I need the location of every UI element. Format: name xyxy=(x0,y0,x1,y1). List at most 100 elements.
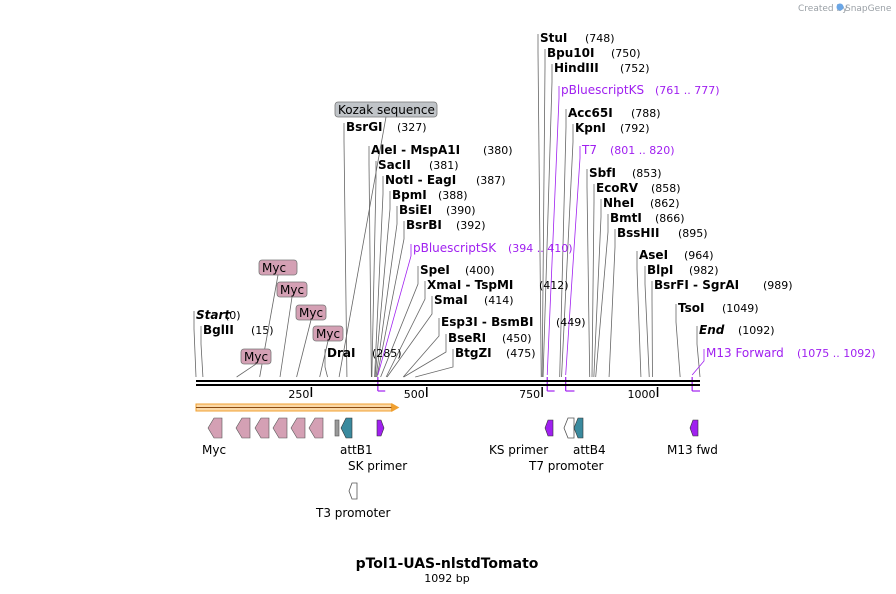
t3-promoter-track-label: T3 promoter xyxy=(315,506,391,520)
feature-box-label: Myc xyxy=(262,261,286,275)
feature-box-leader xyxy=(296,319,312,378)
feature-box xyxy=(295,304,327,321)
site-name: StuI xyxy=(540,31,567,45)
feature-box-label: Myc xyxy=(299,306,323,320)
site-name: Bpu10I xyxy=(547,46,594,60)
site-leader-line xyxy=(644,266,650,378)
feature-box-label: Myc xyxy=(316,327,340,341)
site-name: Start xyxy=(196,308,231,322)
site-position: (450) xyxy=(502,332,532,345)
axis-tick-label: 250 xyxy=(288,388,309,401)
primer-range: (394 .. 410) xyxy=(508,242,573,255)
site-leader-line xyxy=(636,251,642,378)
site-leader-line xyxy=(541,49,546,378)
sk-primer-track-label: SK primer xyxy=(348,459,407,473)
axis-tick-label: 1000 xyxy=(628,388,656,401)
site-leader-line xyxy=(402,318,440,378)
kozak-feature-block xyxy=(334,419,340,437)
site-position: (853) xyxy=(632,167,662,180)
site-leader-line xyxy=(559,109,567,378)
orf-arrow xyxy=(195,403,400,412)
myc-feature-arrow xyxy=(235,417,251,439)
site-position: (1092) xyxy=(738,324,775,337)
site-leader-line xyxy=(593,199,602,378)
site-name: BmtI xyxy=(610,211,642,225)
feature-box-label: Myc xyxy=(280,283,304,297)
site-name: BsrFI - SgrAI xyxy=(654,278,739,292)
ks-primer-arrow xyxy=(544,419,554,437)
sk-primer-arrow xyxy=(376,419,385,437)
feature-box-label: Kozak sequence xyxy=(338,103,435,117)
site-name: BsrGI xyxy=(346,120,383,134)
feature-box-leader xyxy=(319,340,329,378)
feature-box xyxy=(240,348,272,365)
site-leader-line xyxy=(608,229,616,378)
myc-feature-arrow xyxy=(272,417,288,439)
site-leader-line xyxy=(374,191,391,378)
feature-box-leader xyxy=(236,363,257,378)
snapgene-logo-icon xyxy=(836,3,844,11)
site-position: (858) xyxy=(651,182,681,195)
attb4-feature-arrow xyxy=(573,417,584,439)
site-name: BglII xyxy=(203,323,234,337)
attb1-track-label: attB1 xyxy=(340,443,373,457)
site-position: (792) xyxy=(620,122,650,135)
site-name: BssHII xyxy=(617,226,659,240)
site-leader-line xyxy=(343,123,348,378)
site-name: SbfI xyxy=(589,166,616,180)
plasmid-title: pTol1-UAS-nlstdTomato xyxy=(356,556,539,572)
site-position: (982) xyxy=(689,264,719,277)
site-name: DraI xyxy=(327,346,355,360)
brand-text: Created by xyxy=(798,4,848,14)
axis-ticks: 250 500 750 1000 xyxy=(288,387,659,401)
site-leader-line xyxy=(586,169,591,378)
site-leader-line xyxy=(385,281,426,378)
site-position: (964) xyxy=(684,249,714,262)
primer-name: pBluescriptKS xyxy=(561,83,644,97)
primer-leader-line xyxy=(565,146,581,376)
feature-box xyxy=(312,325,344,342)
site-leader-line xyxy=(561,124,574,378)
feature-box-leader xyxy=(279,296,293,378)
site-position: (15) xyxy=(251,324,274,337)
site-name: NotI - EagI xyxy=(385,173,456,187)
site-leader-line xyxy=(368,146,372,378)
t7-promoter-track-label: T7 promoter xyxy=(528,459,604,473)
site-leader-line xyxy=(371,161,377,378)
site-leader-line xyxy=(200,326,204,378)
site-name: AleI - MspA1I xyxy=(371,143,460,157)
primer-name: T7 xyxy=(581,143,597,157)
site-position: (388) xyxy=(438,189,468,202)
site-leader-line xyxy=(542,64,553,378)
site-position: (895) xyxy=(678,227,708,240)
site-position: (748) xyxy=(585,32,615,45)
myc-feature-arrow xyxy=(308,417,324,439)
primer-leader-line xyxy=(377,244,412,376)
axis-tick-label: 500 xyxy=(404,388,425,401)
attb4-track-label: attB4 xyxy=(573,443,606,457)
orf-arrowhead xyxy=(391,403,400,412)
site-leader-line xyxy=(415,349,454,378)
site-position: (750) xyxy=(611,47,641,60)
plasmid-length: 1092 bp xyxy=(424,572,469,585)
site-position: (285) xyxy=(372,347,402,360)
site-position: (788) xyxy=(631,107,661,120)
primer-name: M13 Forward xyxy=(706,346,784,360)
site-name: BseRI xyxy=(448,331,486,345)
site-name: EcoRV xyxy=(596,181,639,195)
primer-leader-line xyxy=(691,349,705,376)
site-position: (862) xyxy=(650,197,680,210)
site-name: TsoI xyxy=(678,301,704,315)
feature-box-label: Myc xyxy=(244,350,268,364)
site-name: KpnI xyxy=(575,121,606,135)
site-position: (414) xyxy=(484,294,514,307)
primer-labels: pBluescriptSK(394 .. 410)pBluescriptKS(7… xyxy=(377,83,876,392)
axis-tick-label: 750 xyxy=(519,388,540,401)
t7-promoter-arrow xyxy=(563,417,575,439)
site-name: End xyxy=(699,323,725,337)
site-leader-line xyxy=(374,176,384,378)
feature-track: Myc attB1 SK primer T3 promoter KS prime… xyxy=(202,417,718,520)
myc-track-label: Myc xyxy=(202,443,226,457)
site-name: AseI xyxy=(639,248,668,262)
site-leader-line xyxy=(403,334,447,378)
